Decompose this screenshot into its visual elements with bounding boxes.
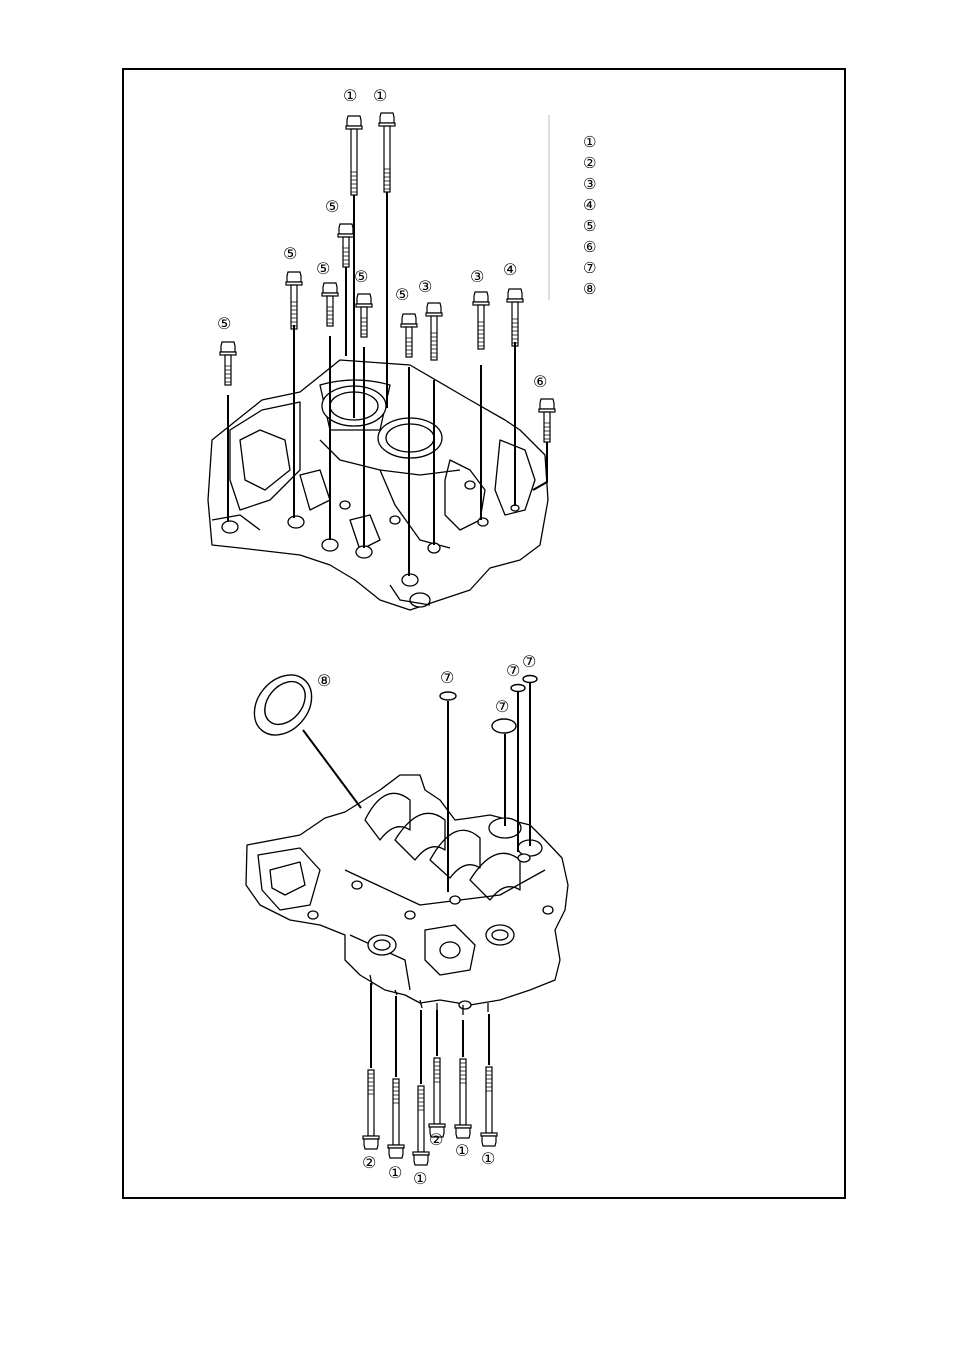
legend-item-6: ⑥ bbox=[583, 238, 596, 256]
o-rings bbox=[439, 674, 538, 734]
bolt-1b bbox=[378, 112, 396, 193]
bolt-5e bbox=[400, 313, 418, 358]
callout-o-ring-c: ⑦ bbox=[506, 661, 520, 680]
lower-crankcase-half bbox=[245, 774, 569, 1015]
legend-item-2: ② bbox=[583, 154, 596, 172]
o-ring-d bbox=[522, 674, 538, 684]
oil-seal bbox=[253, 674, 313, 736]
bolt-2a bbox=[362, 1069, 380, 1150]
legend-item-1: ① bbox=[583, 133, 596, 151]
bolt-4 bbox=[506, 288, 524, 347]
bolt-1c bbox=[387, 1078, 405, 1159]
bolt-6 bbox=[538, 398, 556, 443]
callout-bolt-1f: ① bbox=[481, 1149, 495, 1168]
callout-bolt-2b: ② bbox=[429, 1130, 443, 1149]
bolt-5c bbox=[321, 282, 339, 327]
callout-o-ring-b: ⑦ bbox=[495, 697, 509, 716]
legend-item-4: ④ bbox=[583, 196, 596, 214]
o-ring-a bbox=[439, 691, 457, 701]
legend-item-7: ⑦ bbox=[583, 259, 596, 277]
callout-bolt-5a: ⑤ bbox=[325, 197, 339, 216]
bolt-1d bbox=[412, 1085, 430, 1166]
callout-bolt-3b: ③ bbox=[470, 267, 484, 286]
callout-bolt-1a: ① bbox=[343, 86, 357, 105]
legend-item-5: ⑤ bbox=[583, 217, 596, 235]
bolt-1e bbox=[454, 1058, 472, 1139]
bolt-3a bbox=[425, 302, 443, 361]
legend: ① ② ③ ④ ⑤ ⑥ ⑦ ⑧ bbox=[583, 133, 596, 298]
o-ring-b bbox=[491, 718, 517, 734]
bolt-5f bbox=[219, 341, 237, 386]
bolt-1a bbox=[345, 115, 363, 196]
bolt-1f bbox=[480, 1066, 498, 1147]
callout-bolt-1c: ① bbox=[388, 1163, 402, 1182]
diagram-frame bbox=[122, 68, 846, 1199]
legend-item-8: ⑧ bbox=[583, 280, 596, 298]
callout-bolt-5c: ⑤ bbox=[316, 259, 330, 278]
upper-crankcase-half bbox=[207, 359, 549, 611]
callout-bolt-4: ④ bbox=[503, 260, 517, 279]
callout-bolt-6: ⑥ bbox=[533, 372, 547, 391]
callout-oil-seal: ⑧ bbox=[317, 671, 331, 690]
callout-o-ring-a: ⑦ bbox=[440, 668, 454, 687]
bottom-callouts: ⑧ ⑦ ⑦ ⑦ ⑦ ② ① ① ② ① ① bbox=[317, 652, 536, 1188]
callout-bolt-5d: ⑤ bbox=[354, 267, 368, 286]
callout-bolt-5f: ⑤ bbox=[217, 314, 231, 333]
callout-bolt-5e: ⑤ bbox=[395, 285, 409, 304]
callout-bolt-3a: ③ bbox=[418, 277, 432, 296]
bolt-2b bbox=[428, 1057, 446, 1138]
callout-bolt-1d: ① bbox=[413, 1169, 427, 1188]
lower-leader-lines bbox=[302, 683, 531, 1084]
bolt-3b bbox=[472, 291, 490, 350]
callout-bolt-1b: ① bbox=[373, 86, 387, 105]
upper-leader-lines bbox=[227, 192, 548, 576]
callout-bolt-5b: ⑤ bbox=[283, 244, 297, 263]
bolt-5a bbox=[337, 223, 355, 268]
o-ring-c bbox=[510, 683, 526, 693]
callout-o-ring-d: ⑦ bbox=[522, 652, 536, 671]
callout-bolt-1e: ① bbox=[455, 1141, 469, 1160]
callout-bolt-2a: ② bbox=[362, 1153, 376, 1172]
legend-item-3: ③ bbox=[583, 175, 596, 193]
bolt-5d bbox=[355, 293, 373, 338]
bolt-5b bbox=[285, 271, 303, 330]
top-callouts: ① ① ⑤ ⑤ ⑤ ⑤ ⑤ ③ ③ ④ ⑤ ⑥ bbox=[217, 86, 547, 391]
